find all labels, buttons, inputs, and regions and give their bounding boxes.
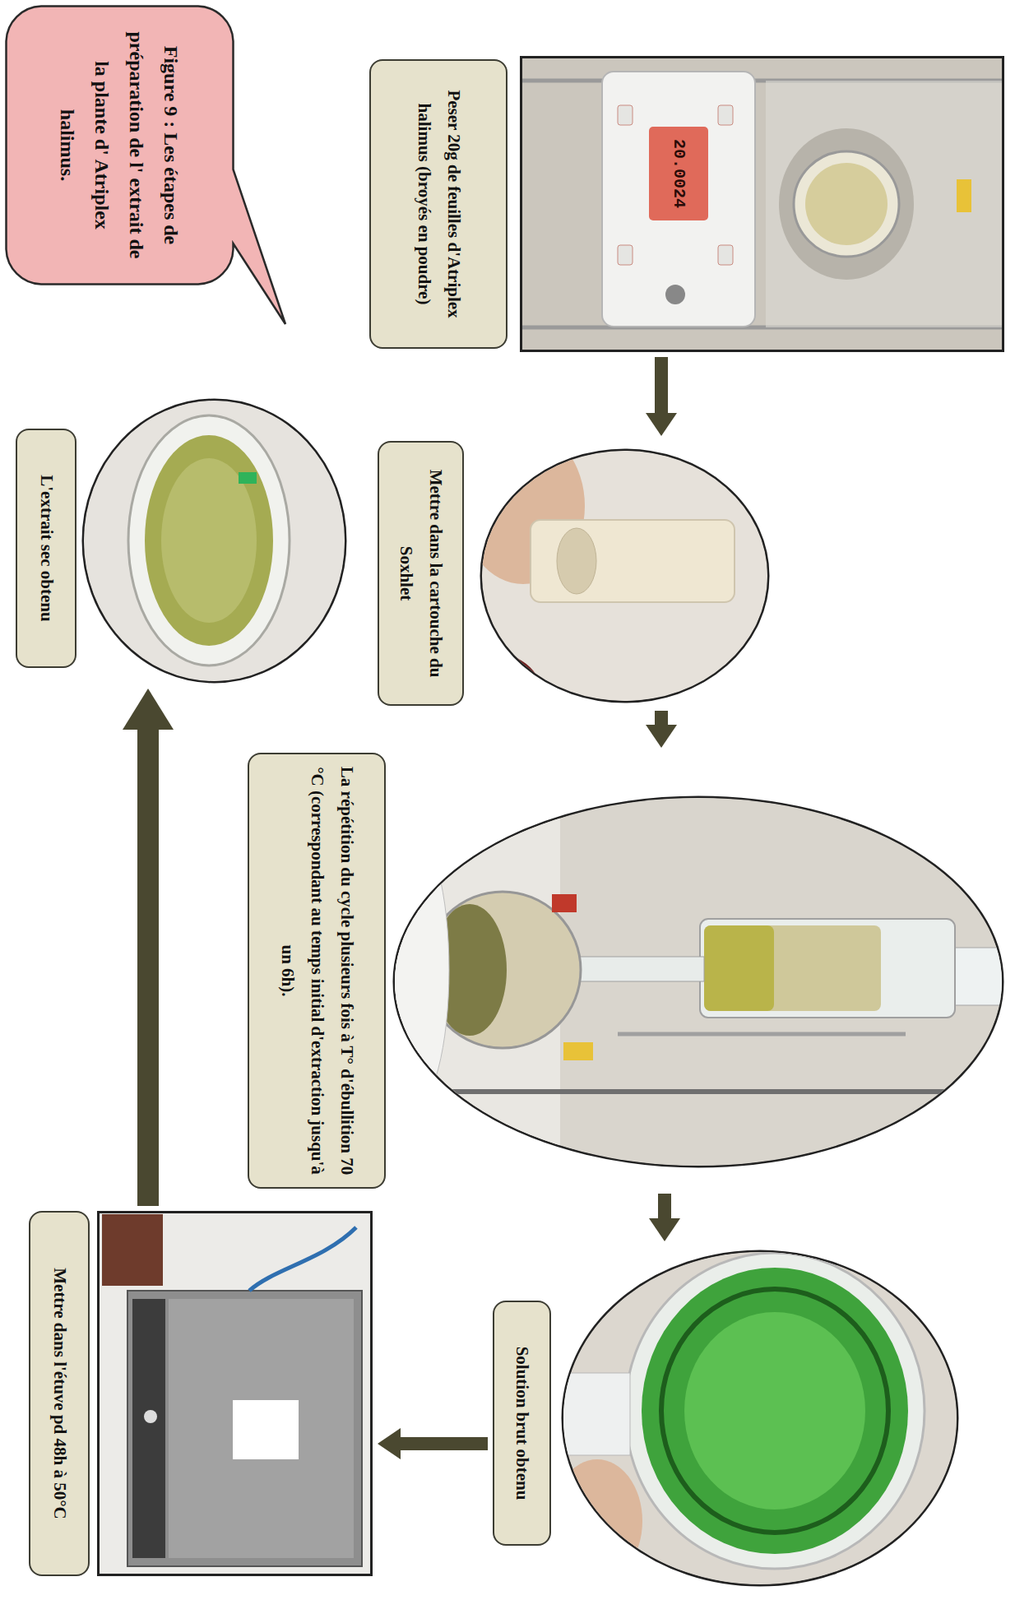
hand — [551, 1459, 643, 1583]
extract-solvent — [704, 925, 774, 1011]
step-text: La répétition du cycle plusieurs fois à … — [272, 765, 361, 1176]
dry-extract — [144, 435, 274, 646]
green-sticker — [238, 472, 257, 484]
step-label-box: Solution brut obtenu — [492, 1300, 552, 1546]
photo-content — [522, 58, 1002, 350]
solution-rim — [661, 1288, 889, 1533]
background — [99, 1213, 371, 1574]
process-step: L'extrait sec obtenu — [15, 398, 348, 684]
balance-button — [718, 105, 733, 126]
photo-illustration — [81, 398, 348, 684]
photo-illustration — [392, 752, 1005, 1189]
photo-illustration — [560, 1246, 960, 1588]
photo-inner — [81, 398, 348, 684]
photo-inner — [375, 795, 1005, 1168]
green-solution — [641, 1267, 909, 1554]
balance-knob — [665, 284, 686, 305]
balance-display — [648, 126, 709, 221]
flask-neck — [564, 956, 705, 982]
flow-arrow — [658, 1193, 672, 1219]
callout-bubble: Figure 9 : Les étapes de préparation de … — [4, 4, 235, 286]
photo-content — [99, 1213, 371, 1574]
photo-content — [449, 427, 770, 770]
background — [81, 398, 348, 684]
photo-content — [375, 795, 1005, 1168]
caption-text: Figure 9 : Les étapes de préparation de … — [36, 4, 204, 286]
step-text: L'extrait sec obtenu — [31, 474, 61, 622]
bench — [522, 58, 1002, 350]
photo-illustration — [479, 440, 770, 706]
petri-dish — [128, 415, 290, 666]
glass-panel — [765, 80, 1002, 328]
extract-cartridge — [704, 925, 881, 1011]
oven-panel — [132, 1298, 166, 1558]
process-step: La répétition du cycle plusieurs fois à … — [247, 752, 1005, 1189]
cartridge-opening — [556, 528, 597, 594]
flow-arrow — [654, 710, 668, 725]
step-text: Mettre dans la cartouche du Soxhlet — [391, 454, 450, 693]
solution-light — [684, 1311, 866, 1510]
cartridge — [530, 519, 735, 603]
flask-glass — [625, 1252, 925, 1569]
oven-body — [127, 1290, 362, 1567]
wood-shelf — [101, 1214, 163, 1286]
oven-door — [168, 1298, 354, 1558]
cable — [249, 1227, 357, 1291]
heater — [375, 829, 450, 1110]
yellow-clamp — [563, 1042, 594, 1061]
extractor-tube — [699, 918, 955, 1018]
photo-illustration — [97, 1210, 373, 1576]
paper-note — [232, 1399, 299, 1460]
siphon — [617, 1032, 906, 1037]
process-step: Solution brut obtenu — [492, 1246, 960, 1588]
dry-extract-light — [161, 458, 257, 623]
yellow-clamp — [956, 179, 972, 213]
process-step: Mettre dans la cartouche du Soxhlet — [377, 440, 770, 706]
photo-inner — [449, 427, 770, 770]
process-step: Peser 20g de feuilles d'Atriplex halimus… — [369, 55, 1005, 353]
red-clamp — [551, 894, 577, 913]
photo-content — [551, 1249, 960, 1587]
step-text: Solution brut obtenu — [507, 1346, 538, 1501]
step-text: Mettre dans l'étuve pd 48h à 50°C — [44, 1267, 75, 1520]
photo-inner — [522, 58, 1002, 350]
photo-inner — [99, 1213, 371, 1574]
step-label-box: La répétition du cycle plusieurs fois à … — [247, 752, 386, 1189]
beaker — [793, 151, 900, 257]
background — [392, 795, 1005, 1168]
balance-reading: 20.0024 — [653, 132, 705, 215]
photo-inner — [551, 1249, 960, 1587]
step-label-box: Peser 20g de feuilles d'Atriplex halimus… — [369, 59, 508, 349]
flow-arrow — [137, 729, 159, 1206]
photo-illustration — [519, 55, 1005, 353]
balance-body — [602, 71, 756, 327]
stand-rod — [392, 1089, 1005, 1094]
oven-handle — [143, 1409, 158, 1423]
flow-arrow — [400, 1436, 488, 1451]
balance-button — [617, 245, 633, 265]
dark-object — [449, 653, 548, 770]
balance-button — [718, 245, 733, 265]
background — [560, 1249, 960, 1587]
step-label-box: L'extrait sec obtenu — [15, 428, 77, 668]
balance-pan — [778, 128, 914, 280]
step-text: Peser 20g de feuilles d'Atriplex halimus… — [408, 72, 468, 336]
callout-shape — [4, 4, 235, 286]
flask-neck — [560, 1372, 631, 1456]
leaf-powder — [805, 162, 888, 246]
photo-content — [81, 398, 348, 684]
process-step: Mettre dans l'étuve pd 48h à 50°C — [28, 1210, 373, 1576]
step-label-box: Mettre dans l'étuve pd 48h à 50°C — [28, 1210, 90, 1576]
step-label-box: Mettre dans la cartouche du Soxhlet — [377, 440, 464, 706]
flow-arrow — [654, 356, 668, 413]
balance-button — [617, 105, 633, 126]
